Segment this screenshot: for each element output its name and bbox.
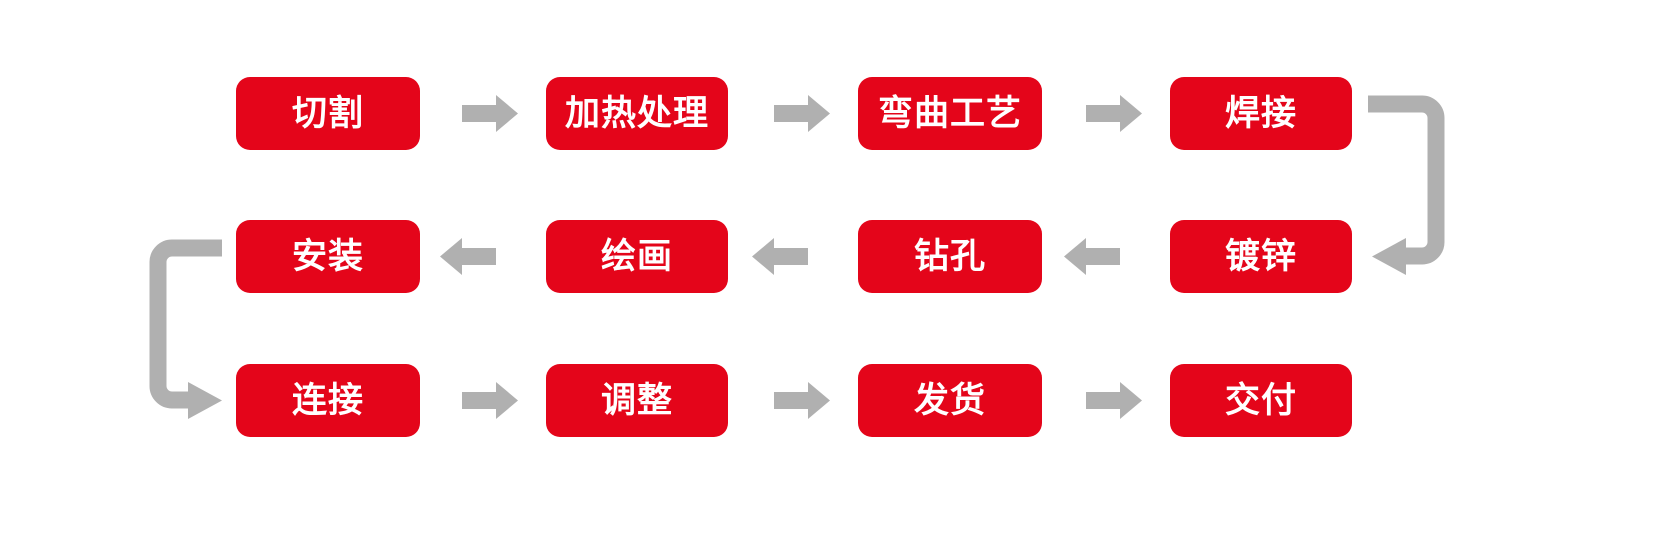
process-node-step-11[interactable]: 发货: [858, 364, 1042, 437]
arrow-step-1-to-step-2: [462, 95, 518, 132]
arrow-step-10-to-step-11: [774, 382, 830, 419]
arrow-step-7-to-step-8: [440, 238, 496, 275]
process-node-step-7[interactable]: 绘画: [546, 220, 728, 293]
arrow-step-2-to-step-3: [774, 95, 830, 132]
node-label: 焊接: [1224, 94, 1297, 133]
process-node-step-5[interactable]: 镀锌: [1170, 220, 1352, 293]
arrow-step-5-to-step-6: [1064, 238, 1120, 275]
process-node-step-9[interactable]: 连接: [236, 364, 420, 437]
node-label: 安装: [291, 237, 364, 276]
arrow-step-3-to-step-4: [1086, 95, 1142, 132]
process-node-step-12[interactable]: 交付: [1170, 364, 1352, 437]
arrow-step-6-to-step-7: [752, 238, 808, 275]
process-node-step-4[interactable]: 焊接: [1170, 77, 1352, 150]
process-node-step-3[interactable]: 弯曲工艺: [858, 77, 1042, 150]
node-label: 加热处理: [564, 94, 709, 133]
node-label: 切割: [291, 94, 364, 133]
process-node-step-10[interactable]: 调整: [546, 364, 728, 437]
arrow-step-9-to-step-10: [462, 382, 518, 419]
node-label: 调整: [600, 381, 673, 420]
process-node-step-8[interactable]: 安装: [236, 220, 420, 293]
process-node-step-2[interactable]: 加热处理: [546, 77, 728, 150]
elbow-connector-right-wrap: [1368, 95, 1445, 275]
node-label: 连接: [291, 381, 364, 420]
node-label: 钻孔: [913, 237, 986, 276]
node-label: 镀锌: [1224, 237, 1297, 276]
node-label: 交付: [1224, 381, 1297, 420]
arrow-step-11-to-step-12: [1086, 382, 1142, 419]
process-node-step-1[interactable]: 切割: [236, 77, 420, 150]
node-label: 绘画: [600, 237, 673, 276]
process-node-step-6[interactable]: 钻孔: [858, 220, 1042, 293]
node-label: 弯曲工艺: [877, 94, 1022, 133]
node-label: 发货: [913, 381, 986, 420]
elbow-connector-left-wrap: [149, 239, 222, 419]
